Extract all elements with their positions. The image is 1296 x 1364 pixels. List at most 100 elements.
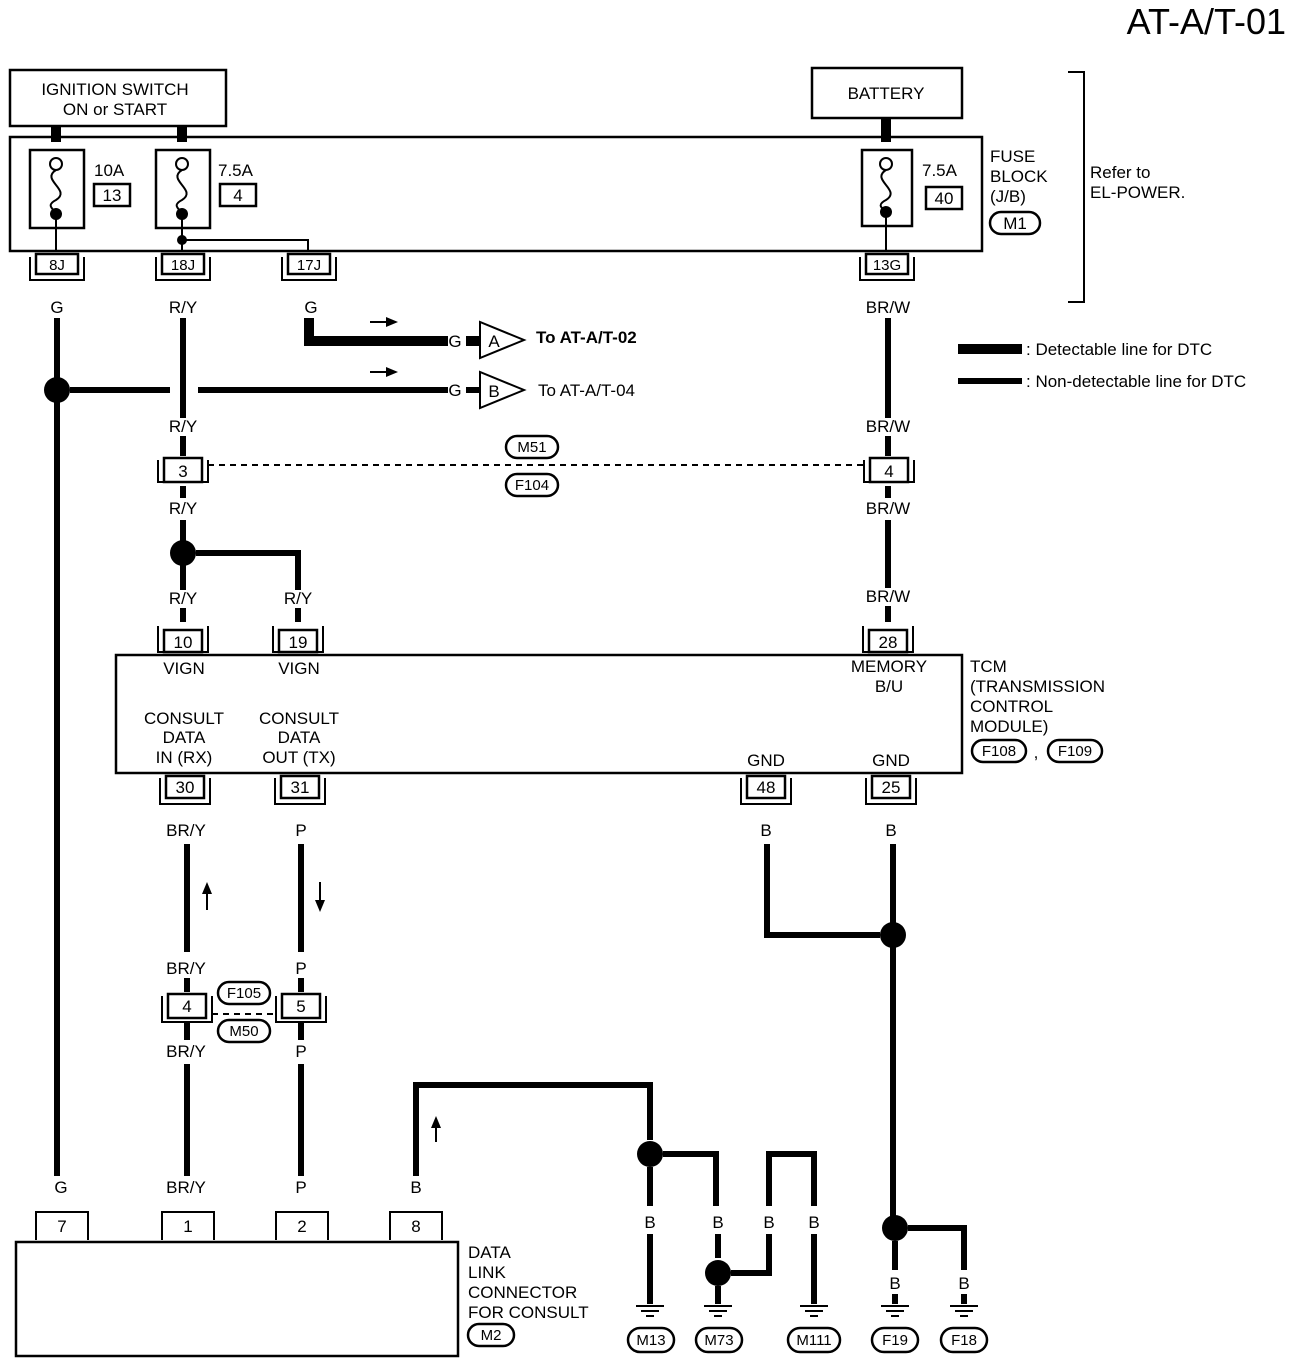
wire-g-8j: G: [50, 298, 63, 317]
tcm-pin-28-name-1: MEMORY: [851, 657, 927, 676]
tcm-pin-30: 30: [176, 778, 195, 797]
dlc-pin-8: 8: [411, 1217, 420, 1236]
dlc-connector: M2: [481, 1327, 502, 1344]
dlc-label-2: LINK: [468, 1263, 506, 1282]
tcm-pin-31-name-3: OUT (TX): [262, 748, 335, 767]
reference-b: G B To AT-A/T-04: [448, 370, 635, 410]
fuse-block-label-3: (J/B): [990, 187, 1026, 206]
legend-detectable: : Detectable line for DTC: [1026, 340, 1212, 359]
dlc-label-3: CONNECTOR: [468, 1283, 577, 1302]
fuse-7-5a-4: 7.5A 4: [154, 148, 258, 230]
fuse-block-label-2: BLOCK: [990, 167, 1048, 186]
jc-lower-bottom: M50: [229, 1023, 258, 1040]
terminal-18j: 18J: [171, 257, 195, 274]
jc-upper-pin-4: 4: [884, 462, 893, 481]
battery: BATTERY: [810, 66, 964, 120]
ground-f18-label: F18: [951, 1332, 977, 1349]
wire-b-m73: B: [712, 1213, 723, 1232]
fuse-2-number: 4: [233, 186, 242, 205]
wire-p-dlc: P: [295, 1178, 306, 1197]
ground-m111: M111: [786, 1305, 842, 1354]
dlc-pin-7: 7: [57, 1217, 66, 1236]
terminal-17j: 17J: [297, 257, 321, 274]
dlc-label-4: FOR CONSULT: [468, 1303, 589, 1322]
jc-lower-top: F105: [227, 985, 261, 1002]
page-title: AT-A/T-01: [1127, 1, 1286, 42]
wire-b-f18: B: [958, 1274, 969, 1293]
ground-f19: F19: [870, 1305, 920, 1354]
jc-upper-top: M51: [517, 439, 546, 456]
reference-a: G A To AT-A/T-02: [448, 320, 637, 360]
wire-g-17j: G: [304, 298, 317, 317]
ground-f18: F18: [939, 1305, 989, 1354]
tcm-pin-25-name: GND: [872, 751, 910, 770]
dlc-pin-1: 1: [183, 1217, 192, 1236]
ignition-switch: IGNITION SWITCH ON or START: [8, 68, 228, 128]
wire-ry-pin19: R/Y: [284, 589, 312, 608]
ground-m13: M13: [626, 1305, 676, 1354]
jc-lower-pin-5: 5: [296, 997, 305, 1016]
jc-upper-pin-3: 3: [178, 462, 187, 481]
fuse-3-number: 40: [935, 189, 954, 208]
fuse-block: 10A 13 7.5A 4 7.5A 40: [8, 71, 1185, 303]
wire-brw-13g: BR/W: [866, 298, 910, 317]
tcm-pin-48: 48: [757, 778, 776, 797]
reference-a-letter: A: [488, 332, 500, 351]
tcm-label-4: MODULE): [970, 717, 1048, 736]
wire-brw-pin28: BR/W: [866, 587, 910, 606]
wire-p-pin31: P: [295, 821, 306, 840]
tcm-bottom-pins: 30 31 48 25: [159, 774, 917, 805]
ground-m13-label: M13: [636, 1332, 665, 1349]
joint-connector-f105-m50: 4 5 F105 M50: [161, 980, 327, 1044]
reference-b-wire: G: [448, 381, 461, 400]
tcm: VIGN VIGN MEMORY B/U CONSULT DATA IN (RX…: [114, 653, 1105, 775]
wire-bry-above-jc: BR/Y: [166, 959, 206, 978]
terminal-13g: 13G: [873, 257, 901, 274]
tcm-connector-2: F109: [1058, 743, 1092, 760]
fuse-block-connector: M1: [1003, 214, 1027, 233]
tcm-pin-30-name-3: IN (RX): [156, 748, 213, 767]
tcm-pin-30-name-2: DATA: [163, 728, 206, 747]
wire-ry-18j: R/Y: [169, 298, 197, 317]
jc-lower-pin-4: 4: [182, 997, 191, 1016]
wire-b-m73-right: B: [763, 1213, 774, 1232]
fuse-1-rating: 10A: [94, 161, 125, 180]
refer-label-2: EL-POWER.: [1090, 183, 1185, 202]
tcm-pin-19: 19: [289, 633, 308, 652]
tcm-connector-1: F108: [982, 743, 1016, 760]
tcm-pin-25: 25: [882, 778, 901, 797]
ground-f19-label: F19: [882, 1332, 908, 1349]
tcm-pin-31-name-1: CONSULT: [259, 709, 339, 728]
reference-b-letter: B: [488, 382, 499, 401]
tcm-pin-19-name: VIGN: [278, 659, 320, 678]
dlc-label-1: DATA: [468, 1243, 511, 1262]
reference-a-text: To AT-A/T-02: [536, 328, 637, 347]
terminal-8j: 8J: [49, 257, 65, 274]
tcm-label-3: CONTROL: [970, 697, 1053, 716]
wire-ry-pin10: R/Y: [169, 589, 197, 608]
wire-b-f19: B: [889, 1274, 900, 1293]
fuse-block-terminals: 8J 18J 17J 13G: [29, 252, 915, 281]
wire-p-above-jc: P: [295, 959, 306, 978]
tcm-label-2: (TRANSMISSION: [970, 677, 1105, 696]
tcm-pin-48-name: GND: [747, 751, 785, 770]
ground-symbols: M13 M73 M111 F19 F18: [626, 1305, 989, 1354]
wire-b-dlc: B: [410, 1178, 421, 1197]
tcm-pin-30-name-1: CONSULT: [144, 709, 224, 728]
reference-b-text: To AT-A/T-04: [538, 381, 635, 400]
joint-connector-m51-f104: 3 4 M51 F104: [157, 434, 915, 498]
tcm-top-pins: 10 19 28: [157, 626, 914, 654]
tcm-pin-28-name-2: B/U: [875, 677, 903, 696]
battery-label: BATTERY: [848, 84, 925, 103]
data-link-connector: 7 1 2 8 DATA LINK CONNECTOR FOR CONSULT …: [14, 1211, 589, 1358]
ground-m111-label: M111: [796, 1332, 831, 1349]
wire-ry-above-jc: R/Y: [169, 417, 197, 436]
wire-b-pin48: B: [760, 821, 771, 840]
tcm-label-1: TCM: [970, 657, 1007, 676]
tcm-pin-10: 10: [174, 633, 193, 652]
tcm-connector-sep: ,: [1034, 743, 1039, 762]
wire-b-m111: B: [808, 1213, 819, 1232]
wire-brw-above-jc: BR/W: [866, 417, 910, 436]
refer-label-1: Refer to: [1090, 163, 1150, 182]
